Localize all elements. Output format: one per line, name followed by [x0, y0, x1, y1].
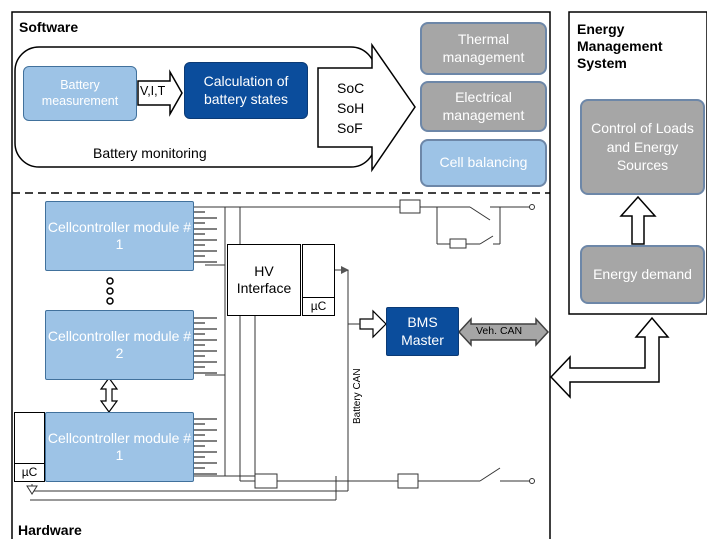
hardware-title: Hardware — [18, 522, 82, 538]
states-list: SoC SoH SoF — [337, 78, 377, 138]
hardware-ems-arrow — [549, 316, 670, 399]
cellcontroller-module-2: Cellcontroller module # 2 — [45, 310, 194, 380]
electrical-management-box: Electrical management — [420, 81, 547, 132]
vit-label: V,I,T — [140, 84, 166, 98]
wiring — [30, 206, 532, 501]
module-uc-label: µC — [15, 463, 44, 481]
cell-balancing-box: Cell balancing — [420, 139, 547, 187]
bms-master-box: BMS Master — [386, 307, 459, 356]
veh-can-arrow — [457, 317, 550, 347]
hv-uc-label: µC — [303, 297, 334, 315]
battery-can-label: Battery CAN — [352, 368, 363, 424]
ems-up-arrow — [619, 195, 657, 245]
hv-uc-box: µC — [302, 244, 335, 316]
calc-states-box: Calculation of battery states — [184, 62, 308, 119]
state-soc: SoC — [337, 80, 365, 96]
vit-arrow — [137, 69, 183, 117]
cellcontroller-module-1-top: Cellcontroller module # 1 — [45, 201, 194, 271]
hv-interface-box: HV Interface — [227, 244, 301, 316]
software-title: Software — [19, 19, 79, 35]
cell-stack-top — [192, 206, 217, 265]
veh-can-label: Veh. CAN — [476, 325, 523, 337]
battery-monitoring-label: Battery monitoring — [93, 145, 207, 161]
module-link-arrow — [99, 376, 119, 414]
states-arrow — [317, 42, 416, 173]
main-frame — [11, 11, 551, 539]
cellcontroller-module-1-bottom: Cellcontroller module # 1 — [45, 412, 194, 482]
thermal-management-box: Thermal management — [420, 22, 547, 75]
cell-stack-bottom — [192, 417, 217, 476]
control-loads-box: Control of Loads and Energy Sources — [580, 99, 705, 195]
cell-stack-middle — [192, 316, 217, 375]
ems-frame — [568, 11, 707, 315]
state-soh: SoH — [337, 100, 365, 116]
module-uc-box: µC — [14, 412, 45, 482]
bms-input-arrow — [359, 309, 387, 339]
battery-measurement-box: Battery measurement — [23, 66, 137, 121]
energy-demand-box: Energy demand — [580, 245, 705, 304]
state-sof: SoF — [337, 120, 363, 136]
ems-title: Energy Management System — [577, 21, 663, 71]
